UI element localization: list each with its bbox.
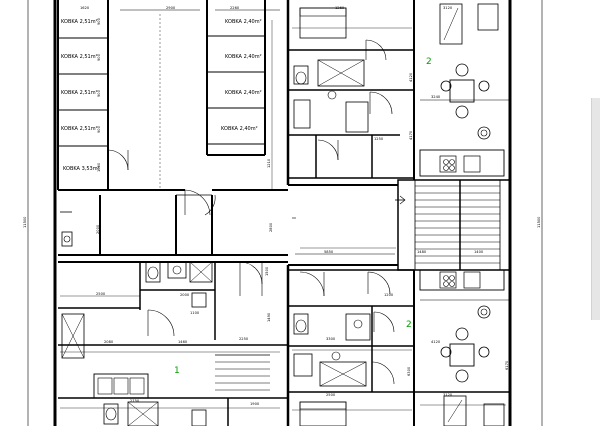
bathtub-lower [319, 361, 367, 387]
dimension-text: 4170 [409, 130, 413, 140]
dimension-text: 1250 [374, 137, 384, 141]
dimension-text: 6170 [505, 360, 509, 370]
dimension-text: 6300 [407, 366, 411, 376]
dimension-text: 1400 [474, 250, 484, 254]
dimension-text: 2000 [96, 224, 100, 234]
sofa [93, 373, 149, 399]
overall-dimension-left: 11500 [23, 216, 27, 228]
overall-dimension-right: 11500 [537, 216, 541, 228]
kitchen-counter [419, 149, 505, 177]
storage-label: KOBKA 2,51m² [61, 90, 98, 96]
dimension-text: 1210 [267, 158, 271, 168]
dimension-text: 1480 [417, 250, 427, 254]
storage-label: KOBKA 3,53m² [63, 166, 100, 172]
storage-block-left [57, 0, 129, 191]
bed-left [61, 313, 85, 359]
dimension-text: 1260 [335, 6, 345, 10]
storage-label: KOBKA 2,40m² [221, 126, 258, 132]
apartment-bottom-right [288, 269, 510, 427]
scrollbar[interactable] [591, 98, 600, 320]
bed-lower [299, 401, 347, 427]
dimension-text: 2800 [269, 222, 273, 232]
storage-label: KOBKA 2,51m² [61, 54, 98, 60]
bed [299, 7, 347, 39]
dimension-text: 1900 [250, 402, 260, 406]
bathtub [317, 59, 365, 87]
dimension-text: 2080 [104, 340, 114, 344]
storage-block-right [206, 0, 266, 156]
storage-label: KOBKA 2,51m² [61, 126, 98, 132]
dimension-text: 5850 [324, 250, 334, 254]
kitchen-counter-lower [419, 269, 505, 291]
dimension-text: 3120 [443, 393, 453, 397]
lobby [58, 189, 288, 256]
dimension-text: 2250 [239, 337, 249, 341]
dimension-text: 1460 [178, 340, 188, 344]
dimension-text: 4120 [409, 72, 413, 82]
storage-label: KOBKA 2,40m² [225, 54, 262, 60]
dining-table [449, 79, 475, 103]
dimension-text: 3300 [326, 337, 336, 341]
dimension-text: 1500 [265, 266, 269, 276]
wardrobe-lower [293, 353, 313, 377]
dimension-text: 2900 [166, 6, 176, 10]
dimension-text: 3240 [431, 95, 441, 99]
dimension-text: 2000 [180, 293, 190, 297]
dimension-text: 2260 [230, 6, 240, 10]
dimension-text: 1490 [267, 312, 271, 322]
dimension-text: 3120 [443, 6, 453, 10]
dimension-text: 900 [97, 17, 101, 25]
dimension-text: 1100 [190, 311, 200, 315]
dimension-text: 900 [97, 125, 101, 133]
apartment-top-right [288, 3, 510, 179]
storage-label: KOBKA 2,40m² [225, 90, 262, 96]
toilet [293, 65, 309, 85]
storage-label: KOBKA 2,40m² [225, 19, 262, 25]
dimension-text: 1620 [80, 6, 90, 10]
dimension-text: 900 [97, 53, 101, 61]
wardrobe [439, 3, 463, 45]
dimension-text: 900 [97, 89, 101, 97]
dining-table-lower [449, 343, 475, 367]
staircase [395, 179, 511, 271]
dimension-text: 2500 [96, 292, 106, 296]
dimension-text: 1200 [384, 293, 394, 297]
dimension-text: 2500 [326, 393, 336, 397]
storage-label: KOBKA 2,51m² [61, 19, 98, 25]
room-number: 1 [174, 366, 180, 376]
dimension-text: 4120 [431, 340, 441, 344]
room-number: 2 [426, 57, 432, 67]
dimension-text: 2750 [130, 399, 140, 403]
room-number: 2 [406, 320, 412, 330]
dimension-text: 1600 [97, 162, 101, 172]
